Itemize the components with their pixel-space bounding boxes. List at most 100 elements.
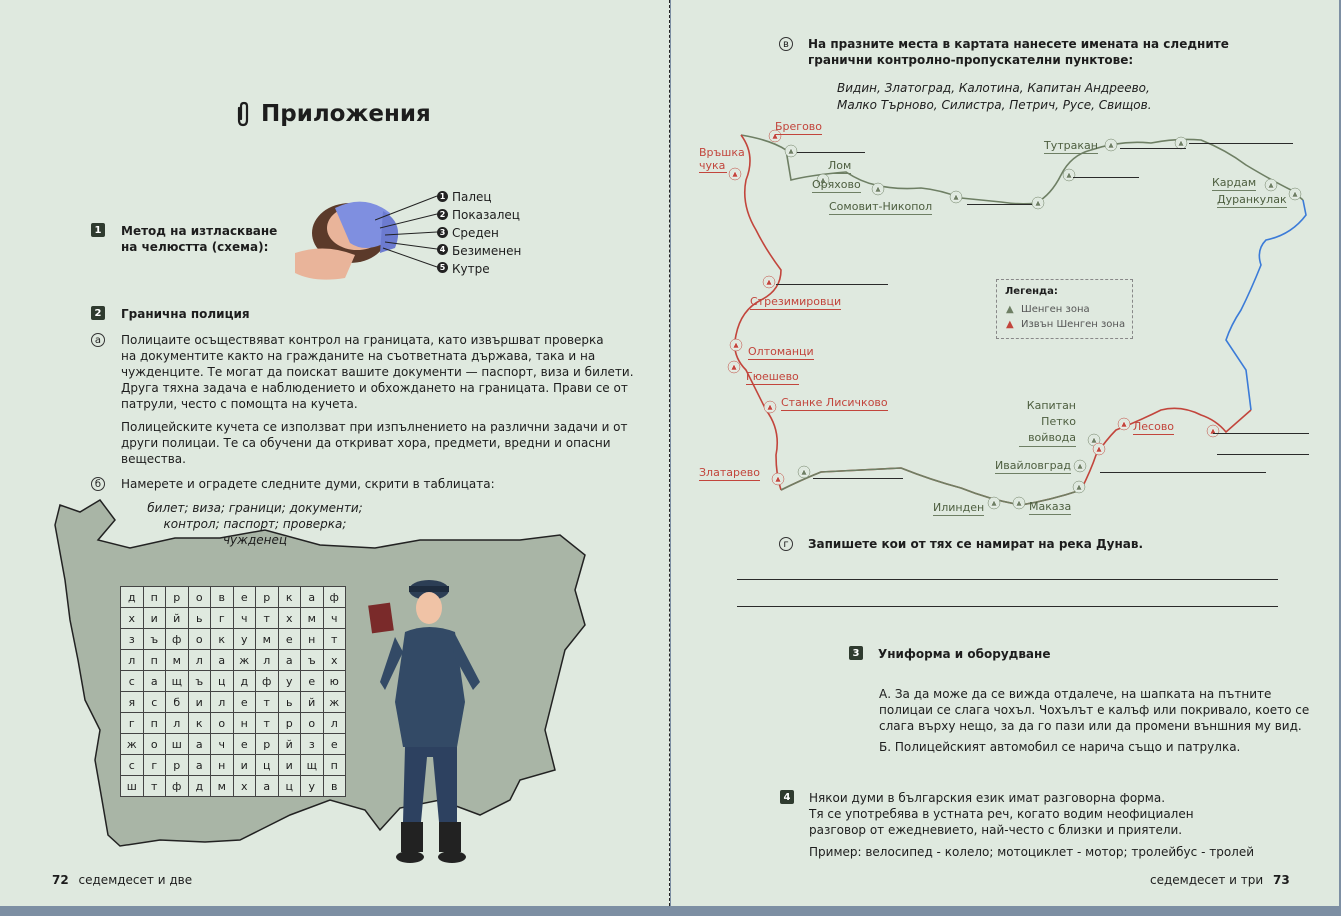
grid-cell[interactable]: а	[255, 775, 279, 797]
grid-cell[interactable]: ч	[232, 607, 256, 629]
grid-cell[interactable]: ъ	[300, 649, 324, 671]
grid-cell[interactable]: л	[255, 649, 279, 671]
grid-cell[interactable]: щ	[300, 754, 324, 776]
grid-cell[interactable]: с	[120, 670, 144, 692]
grid-cell[interactable]: т	[255, 607, 279, 629]
grid-cell[interactable]: о	[300, 712, 324, 734]
grid-cell[interactable]: н	[210, 754, 234, 776]
grid-cell[interactable]: ь	[277, 691, 301, 713]
grid-cell[interactable]: и	[187, 691, 211, 713]
grid-cell[interactable]: д	[187, 775, 211, 797]
grid-cell[interactable]: е	[322, 733, 346, 755]
grid-cell[interactable]: р	[255, 733, 279, 755]
grid-cell[interactable]: ф	[165, 628, 189, 650]
grid-cell[interactable]: в	[322, 775, 346, 797]
grid-cell[interactable]: у	[300, 775, 324, 797]
grid-cell[interactable]: и	[142, 607, 166, 629]
map-blank-9[interactable]	[1217, 454, 1309, 455]
grid-cell[interactable]: т	[322, 628, 346, 650]
grid-cell[interactable]: м	[210, 775, 234, 797]
map-blank-2[interactable]	[967, 204, 1032, 205]
grid-cell[interactable]: м	[300, 607, 324, 629]
grid-cell[interactable]: ю	[322, 670, 346, 692]
grid-cell[interactable]: й	[277, 733, 301, 755]
grid-cell[interactable]: к	[277, 586, 301, 608]
grid-cell[interactable]: р	[165, 754, 189, 776]
grid-cell[interactable]: н	[300, 628, 324, 650]
grid-cell[interactable]: т	[255, 712, 279, 734]
grid-cell[interactable]: я	[120, 691, 144, 713]
grid-cell[interactable]: о	[142, 733, 166, 755]
grid-cell[interactable]: д	[120, 586, 144, 608]
grid-cell[interactable]: г	[142, 754, 166, 776]
grid-cell[interactable]: ч	[210, 733, 234, 755]
grid-cell[interactable]: ш	[120, 775, 144, 797]
grid-cell[interactable]: р	[255, 586, 279, 608]
grid-cell[interactable]: у	[277, 670, 301, 692]
grid-cell[interactable]: ф	[165, 775, 189, 797]
grid-cell[interactable]: р	[277, 712, 301, 734]
grid-cell[interactable]: п	[142, 649, 166, 671]
grid-cell[interactable]: а	[187, 733, 211, 755]
grid-cell[interactable]: а	[277, 649, 301, 671]
grid-cell[interactable]: з	[120, 628, 144, 650]
map-blank-4[interactable]	[1120, 148, 1186, 149]
grid-cell[interactable]: в	[210, 586, 234, 608]
grid-cell[interactable]: а	[300, 586, 324, 608]
grid-cell[interactable]: ъ	[187, 670, 211, 692]
map-blank-5[interactable]	[1189, 143, 1293, 144]
grid-cell[interactable]: и	[277, 754, 301, 776]
grid-cell[interactable]: ъ	[142, 628, 166, 650]
grid-cell[interactable]: х	[232, 775, 256, 797]
grid-cell[interactable]: е	[232, 691, 256, 713]
grid-cell[interactable]: х	[120, 607, 144, 629]
grid-cell[interactable]: е	[300, 670, 324, 692]
grid-cell[interactable]: к	[187, 712, 211, 734]
grid-cell[interactable]: ц	[277, 775, 301, 797]
grid-cell[interactable]: ц	[210, 670, 234, 692]
grid-cell[interactable]: а	[187, 754, 211, 776]
grid-cell[interactable]: м	[165, 649, 189, 671]
grid-cell[interactable]: ц	[255, 754, 279, 776]
grid-cell[interactable]: й	[165, 607, 189, 629]
grid-cell[interactable]: к	[210, 628, 234, 650]
grid-cell[interactable]: п	[322, 754, 346, 776]
grid-cell[interactable]: е	[232, 586, 256, 608]
grid-cell[interactable]: л	[322, 712, 346, 734]
grid-cell[interactable]: т	[142, 775, 166, 797]
grid-cell[interactable]: з	[300, 733, 324, 755]
grid-cell[interactable]: и	[232, 754, 256, 776]
map-blank-3[interactable]	[1073, 177, 1139, 178]
grid-cell[interactable]: й	[300, 691, 324, 713]
grid-cell[interactable]: л	[165, 712, 189, 734]
grid-cell[interactable]: е	[232, 733, 256, 755]
grid-cell[interactable]: г	[120, 712, 144, 734]
grid-cell[interactable]: ч	[322, 607, 346, 629]
grid-cell[interactable]: р	[165, 586, 189, 608]
answer-line-2[interactable]	[737, 606, 1278, 607]
grid-cell[interactable]: х	[322, 649, 346, 671]
grid-cell[interactable]: л	[210, 691, 234, 713]
grid-cell[interactable]: д	[232, 670, 256, 692]
grid-cell[interactable]: щ	[165, 670, 189, 692]
grid-cell[interactable]: ж	[322, 691, 346, 713]
grid-cell[interactable]: а	[142, 670, 166, 692]
grid-cell[interactable]: ь	[187, 607, 211, 629]
grid-cell[interactable]: г	[210, 607, 234, 629]
map-blank-10[interactable]	[1100, 472, 1266, 473]
map-blank-7[interactable]	[813, 478, 903, 479]
grid-cell[interactable]: о	[187, 628, 211, 650]
grid-cell[interactable]: м	[255, 628, 279, 650]
answer-line-1[interactable]	[737, 579, 1278, 580]
grid-cell[interactable]: ф	[255, 670, 279, 692]
grid-cell[interactable]: н	[232, 712, 256, 734]
grid-cell[interactable]: т	[255, 691, 279, 713]
grid-cell[interactable]: л	[120, 649, 144, 671]
map-blank-6[interactable]	[776, 284, 888, 285]
grid-cell[interactable]: п	[142, 586, 166, 608]
map-blank-8[interactable]	[1213, 433, 1309, 434]
grid-cell[interactable]: с	[120, 754, 144, 776]
map-blank-1[interactable]	[797, 152, 865, 153]
grid-cell[interactable]: ш	[165, 733, 189, 755]
grid-cell[interactable]: о	[210, 712, 234, 734]
